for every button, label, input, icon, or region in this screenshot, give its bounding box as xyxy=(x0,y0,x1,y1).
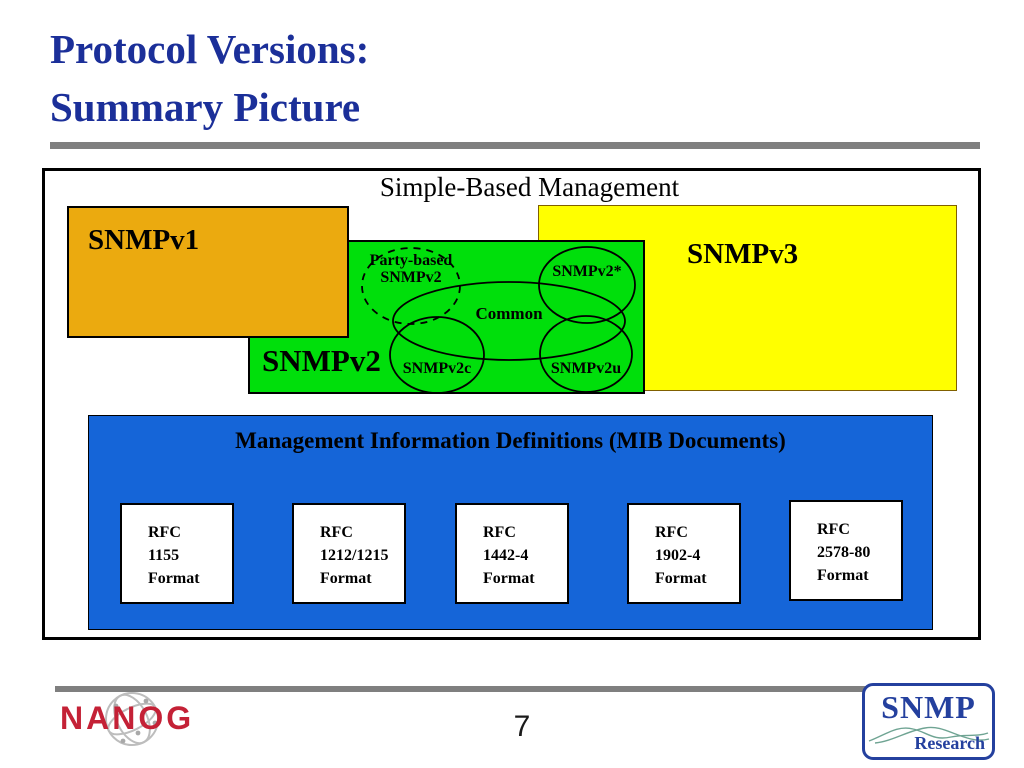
mountains-icon xyxy=(868,726,990,744)
rfc-box-line: RFC xyxy=(655,524,688,541)
rfc-box-line: 1902-4 xyxy=(655,547,701,564)
snmpv2u-ellipse xyxy=(539,315,633,393)
snmpv3-label: SNMPv3 xyxy=(687,238,799,270)
snmpv2-star-ellipse xyxy=(538,246,636,324)
rfc-box-line: Format xyxy=(817,567,869,584)
snmp-research-logo: SNMP Research xyxy=(862,683,995,760)
mib-title: Management Information Definitions (MIB … xyxy=(235,428,786,453)
page-title: Protocol Versions: Summary Picture xyxy=(50,20,610,136)
party-label-line1: Party-based xyxy=(369,252,453,269)
rfc-box-line: Format xyxy=(148,570,200,587)
rfc-box-line: 2578-80 xyxy=(817,544,871,561)
rfc-1155-box: RFC 1155 Format xyxy=(120,503,234,604)
snmpv2-venn-diagram xyxy=(361,246,636,394)
nanog-logo: NANOG xyxy=(60,700,195,736)
rfc-2578-80-box: RFC 2578-80 Format xyxy=(789,500,903,601)
party-label-line2: SNMPv2 xyxy=(380,269,442,286)
nanog-globe-icon xyxy=(105,692,159,746)
common-ellipse xyxy=(392,281,626,361)
rfc-box-line: Format xyxy=(320,570,372,587)
snmpv2-star-label: SNMPv2* xyxy=(552,263,622,280)
rfc-box-line: Format xyxy=(483,570,535,587)
snmpv2u-label: SNMPv2u xyxy=(550,360,622,377)
party-based-snmpv2-label: Party-based SNMPv2 xyxy=(361,252,461,286)
page-title-line2: Summary Picture xyxy=(50,84,361,130)
rfc-box-line: RFC xyxy=(320,524,353,541)
rfc-box-line: RFC xyxy=(817,521,850,538)
snmpv1-label: SNMPv1 xyxy=(88,224,200,256)
rfc-1442-4-box: RFC 1442-4 Format xyxy=(455,503,569,604)
rfc-box-line: 1212/1215 xyxy=(320,547,389,564)
rfc-1902-4-box: RFC 1902-4 Format xyxy=(627,503,741,604)
title-divider xyxy=(50,142,980,149)
snmpv2c-ellipse xyxy=(389,316,485,394)
rfc-box-line: 1442-4 xyxy=(483,547,529,564)
rfc-box-line: 1155 xyxy=(148,547,180,564)
snmp-logo-subtitle: Research xyxy=(914,733,985,753)
page-title-line1: Protocol Versions: xyxy=(50,26,370,72)
snmp-logo-title: SNMP xyxy=(881,689,976,725)
snmpv2c-label: SNMPv2c xyxy=(402,360,472,377)
rfc-box-line: RFC xyxy=(148,524,181,541)
snmpv2-label: SNMPv2 xyxy=(262,343,381,378)
rfc-1212-1215-box: RFC 1212/1215 Format xyxy=(292,503,406,604)
footer-divider xyxy=(55,686,868,692)
diagram-heading: Simple-Based Management xyxy=(379,172,680,202)
common-label: Common xyxy=(475,304,543,323)
rfc-box-line: RFC xyxy=(483,524,516,541)
rfc-box-line: Format xyxy=(655,570,707,587)
snmpv1-box xyxy=(67,206,349,338)
page-number: 7 xyxy=(513,710,531,743)
